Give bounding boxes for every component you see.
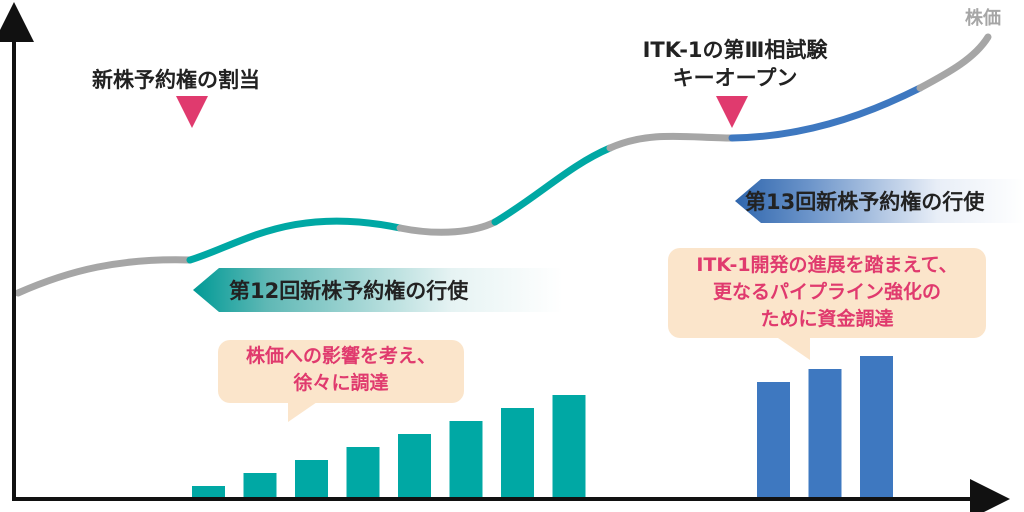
- curve-segment: [728, 84, 924, 142]
- event-keyopen-label: ITK-1の第Ⅲ相試験 キーオープン: [620, 36, 850, 92]
- callout-tail: [288, 400, 320, 422]
- funding-bar: [757, 382, 790, 498]
- event-keyopen-line1: ITK-1の第Ⅲ相試験: [642, 38, 828, 62]
- stock-price-label: 株価: [965, 8, 1001, 29]
- callout-gradual-line2: 徐々に調達: [293, 372, 389, 394]
- funding-bars: [192, 356, 893, 498]
- funding-bar: [449, 421, 483, 498]
- callout-pipeline: ITK-1開発の進展を踏まえて、 更なるパイプライン強化の ために資金調達: [668, 248, 986, 360]
- callout-pipeline-line2: 更なるパイプライン強化の: [712, 281, 941, 303]
- funding-bar: [398, 434, 431, 498]
- curve-segment: [491, 144, 614, 226]
- curve-segment: [396, 218, 499, 236]
- banner-12th-exercise: 第12回新株予約権の行使: [193, 268, 563, 312]
- event-marker-allotment: [176, 96, 208, 128]
- callout-pipeline-line1: ITK-1開発の進展を踏まえて、: [696, 254, 958, 276]
- curve-segment: [186, 217, 404, 264]
- callout-gradual: 株価への影響を考え、 徐々に調達: [218, 340, 464, 422]
- funding-bar: [501, 408, 534, 498]
- funding-bar: [346, 447, 380, 498]
- curve-segment: [916, 33, 992, 92]
- banner-13th-label: 第13回新株予約権の行使: [745, 190, 985, 214]
- funding-bar: [552, 395, 586, 498]
- stock-price-curve: [14, 33, 992, 297]
- funding-bar: [243, 473, 277, 498]
- event-allotment-label: 新株予約権の割当: [92, 68, 260, 92]
- funding-bar: [860, 356, 893, 498]
- curve-segment: [14, 256, 194, 297]
- event-marker-keyopen: [716, 96, 748, 128]
- event-keyopen-line2: キーオープン: [672, 66, 798, 90]
- funding-bar: [295, 460, 328, 498]
- banner-12th-label: 第12回新株予約権の行使: [229, 279, 469, 303]
- banner-13th-exercise: 第13回新株予約権の行使: [735, 179, 1024, 223]
- callout-pipeline-line3: ために資金調達: [760, 308, 894, 330]
- funding-bar: [808, 369, 842, 498]
- curve-segment: [606, 132, 736, 152]
- funding-bar: [192, 486, 225, 498]
- callout-tail: [778, 338, 810, 360]
- callout-gradual-line1: 株価への影響を考え、: [245, 345, 436, 367]
